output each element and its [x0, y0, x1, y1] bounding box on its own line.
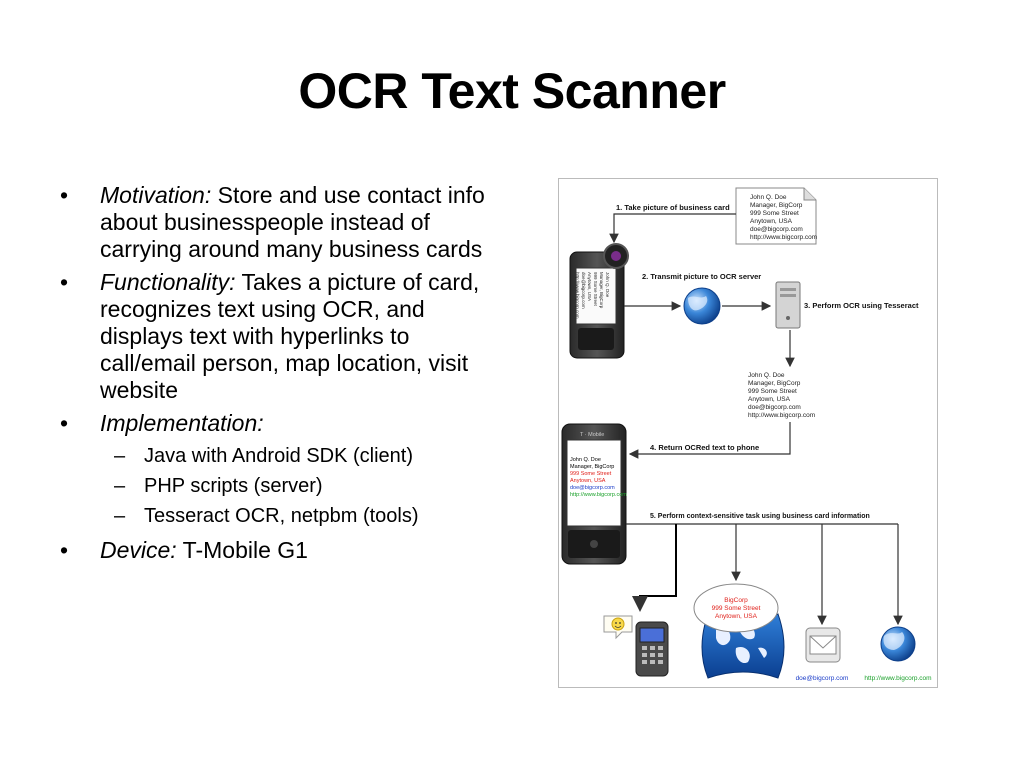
step4-label: 4. Return OCRed text to phone [650, 443, 759, 452]
map-bubble-line: BigCorp [724, 597, 748, 604]
sub-bullet: PHP scripts (server) [100, 471, 503, 501]
ocr-line: John Q. Doe [748, 372, 785, 379]
bullet-list: Motivation: Store and use contact info a… [58, 182, 503, 570]
card-line: doe@bigcorp.com [750, 226, 803, 233]
card-line: 999 Some Street [750, 210, 799, 217]
ocr-line: http://www.bigcorp.com [748, 412, 815, 419]
step1-label: 1. Take picture of business card [616, 203, 730, 212]
call-phone-icon[interactable] [603, 615, 669, 677]
photo-card-line: http://www.bigcorp.com [575, 272, 580, 319]
bullet-text: Takes a picture of card, recognizes text… [100, 269, 480, 403]
email-envelope-icon[interactable] [805, 627, 841, 663]
bullet-label: Motivation: [100, 182, 212, 208]
bullet-text: T-Mobile G1 [176, 537, 308, 563]
ocr-workflow-diagram: John Q. Doe Manager, BigCorp 999 Some St… [558, 178, 938, 688]
bullet-motivation: Motivation: Store and use contact info a… [58, 182, 503, 263]
sub-bullet: Tesseract OCR, netpbm (tools) [100, 501, 503, 531]
card-line: http://www.bigcorp.com [750, 234, 817, 241]
slide-title: OCR Text Scanner [298, 63, 726, 119]
card-line: Anytown, USA [750, 218, 793, 225]
phone-camera: John Q. Doe Manager, BigCorp 999 Some St… [569, 243, 629, 359]
phone-result-line[interactable]: John Q. Doe [570, 457, 601, 463]
card-line: Manager, BigCorp [750, 202, 803, 209]
photo-card-line: doe@bigcorp.com [581, 272, 586, 309]
step3-label: 3. Perform OCR using Tesseract [804, 301, 919, 310]
bullet-device: Device: T-Mobile G1 [58, 537, 503, 564]
phone-result-line[interactable]: doe@bigcorp.com [570, 485, 615, 491]
phone-result-line[interactable]: 999 Some Street [570, 471, 612, 477]
world-map-icon [716, 624, 767, 664]
step4-arrow [628, 422, 791, 459]
phone-result-line[interactable]: Anytown, USA [570, 478, 606, 484]
phone-result: T · Mobile [561, 423, 627, 565]
map-bubble [693, 583, 779, 633]
map-location[interactable]: BigCorp 999 Some Street Anytown, USA [693, 583, 785, 679]
step5-label: 5. Perform context-sensitive task using … [650, 513, 870, 520]
phone-result-line[interactable]: http://www.bigcorp.com [570, 492, 627, 498]
map-bubble-line: Anytown, USA [715, 613, 758, 620]
step1-arrow [609, 213, 736, 244]
card-line: John Q. Doe [750, 194, 787, 201]
bullet-label: Functionality: [100, 269, 236, 295]
bullet-label: Device: [100, 537, 177, 563]
photo-card-line: 999 Some Street [593, 272, 598, 307]
sub-bullet: Java with Android SDK (client) [100, 441, 503, 471]
phone-brand: T · Mobile [580, 432, 604, 438]
ocr-line: Manager, BigCorp [748, 380, 801, 387]
bullet-text: Store and use contact info about busines… [100, 182, 485, 262]
call-arrow [632, 524, 677, 612]
business-card: John Q. Doe Manager, BigCorp 999 Some St… [735, 187, 817, 245]
step2-label: 2. Transmit picture to OCR server [642, 272, 761, 281]
ocr-line: 999 Some Street [748, 388, 797, 395]
email-label[interactable]: doe@bigcorp.com [796, 675, 849, 682]
ocr-line: Anytown, USA [748, 396, 791, 403]
bullet-implementation: Implementation: Java with Android SDK (c… [58, 410, 503, 531]
map-bubble-line: 999 Some Street [712, 605, 761, 612]
bullet-label: Implementation: [100, 410, 264, 436]
ocr-line: doe@bigcorp.com [748, 404, 801, 411]
ocr-server [775, 281, 801, 329]
phone-result-line[interactable]: Manager, BigCorp [570, 464, 614, 470]
photo-card-line: John Q. Doe [605, 272, 610, 298]
implementation-sublist: Java with Android SDK (client) PHP scrip… [100, 441, 503, 531]
web-label[interactable]: http://www.bigcorp.com [864, 675, 931, 682]
bullet-functionality: Functionality: Takes a picture of card, … [58, 269, 503, 404]
photo-card-line: Manager, BigCorp [599, 272, 604, 309]
photo-card-line: Anytown, USA [587, 272, 592, 301]
